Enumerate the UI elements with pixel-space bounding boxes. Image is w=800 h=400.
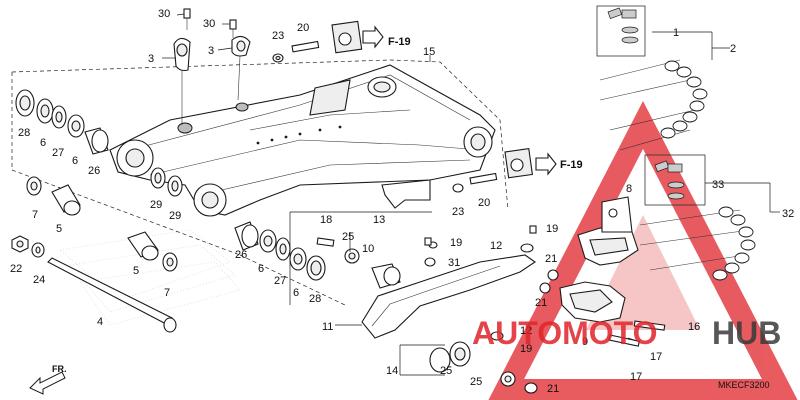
callout-15: 15 xyxy=(423,46,435,58)
front-direction-arrow: FR. xyxy=(29,364,67,395)
callout-19c: 19 xyxy=(520,343,532,355)
callout-5a: 5 xyxy=(56,223,62,235)
drive-chain-upper xyxy=(599,7,708,151)
callout-29a: 29 xyxy=(150,199,162,211)
callout-19a: 19 xyxy=(450,237,462,249)
callout-31: 31 xyxy=(448,257,460,269)
callout-26b: 26 xyxy=(235,249,247,261)
callout-6c: 6 xyxy=(258,263,264,275)
callout-32: 32 xyxy=(782,208,794,220)
callout-16: 16 xyxy=(688,321,700,333)
callout-17a: 17 xyxy=(650,351,662,363)
callout-1: 1 xyxy=(673,27,679,39)
callout-6d: 6 xyxy=(293,287,299,299)
watermark-logo: AUTOMOTO HUB xyxy=(472,315,781,351)
drive-chain-lower xyxy=(639,160,756,281)
group-boundaries xyxy=(11,5,706,306)
swingarm xyxy=(109,64,496,217)
callout-7a: 7 xyxy=(32,209,38,221)
callout-25a: 25 xyxy=(342,231,354,243)
ref-label-mid: F-19 xyxy=(560,159,583,171)
diagram-code: MKECF3200 xyxy=(718,380,770,390)
chain-slider xyxy=(316,237,536,339)
top-right-hardware xyxy=(272,20,384,63)
mid-right-hardware xyxy=(452,148,557,193)
callout-numbers: 30 30 3 3 23 20 15 1 2 28 6 27 6 26 29 2… xyxy=(10,8,794,395)
swingarm-top-hardware xyxy=(173,8,251,125)
callout-2: 2 xyxy=(730,43,736,55)
callout-12b: 12 xyxy=(520,325,532,337)
watermark-text-dark: HUB xyxy=(712,315,781,351)
callout-28b: 28 xyxy=(309,293,321,305)
callout-8: 8 xyxy=(626,183,632,195)
callout-17b: 17 xyxy=(630,371,642,383)
callout-24: 24 xyxy=(33,274,45,286)
callout-22: 22 xyxy=(10,263,22,275)
callout-26a: 26 xyxy=(88,165,100,177)
callout-21b: 21 xyxy=(535,297,547,309)
callout-4: 4 xyxy=(97,316,103,328)
callout-33: 33 xyxy=(712,179,724,191)
pivot-bearings-right xyxy=(234,221,326,281)
front-label: FR. xyxy=(52,364,67,374)
callout-7b: 7 xyxy=(164,287,170,299)
callout-29b: 29 xyxy=(169,210,181,222)
callout-23a: 23 xyxy=(272,30,284,42)
callout-27a: 27 xyxy=(52,147,64,159)
pivot-bearings-left xyxy=(15,89,183,197)
chain-rollers xyxy=(399,341,538,394)
callout-10: 10 xyxy=(362,243,374,255)
callout-21a: 21 xyxy=(545,253,557,265)
callout-20a: 20 xyxy=(297,22,309,34)
ref-label-top: F-19 xyxy=(388,36,411,48)
callout-23b: 23 xyxy=(452,206,464,218)
callout-30a: 30 xyxy=(158,8,170,20)
leader-lines xyxy=(162,13,780,343)
watermark-text-red: AUTOMOTO xyxy=(472,315,657,351)
callout-27b: 27 xyxy=(274,275,286,287)
callout-3a: 3 xyxy=(148,53,154,65)
callout-20b: 20 xyxy=(478,197,490,209)
callout-9: 9 xyxy=(582,336,588,348)
callout-13: 13 xyxy=(373,214,385,226)
callout-21c: 21 xyxy=(547,383,559,395)
callout-6a: 6 xyxy=(40,137,46,149)
callout-18: 18 xyxy=(320,214,332,226)
callout-19b: 19 xyxy=(546,223,558,235)
callout-14: 14 xyxy=(386,365,398,377)
callout-3b: 3 xyxy=(208,45,214,57)
chain-guide xyxy=(490,196,666,347)
callout-12a: 12 xyxy=(490,240,502,252)
callout-28a: 28 xyxy=(18,127,30,139)
callout-5b: 5 xyxy=(133,265,139,277)
callout-30b: 30 xyxy=(203,18,215,30)
callout-25b: 25 xyxy=(440,365,452,377)
callout-11: 11 xyxy=(322,321,333,333)
pivot-bolt-assembly xyxy=(11,176,178,333)
callout-25c: 25 xyxy=(470,376,482,388)
callout-6b: 6 xyxy=(72,155,78,167)
